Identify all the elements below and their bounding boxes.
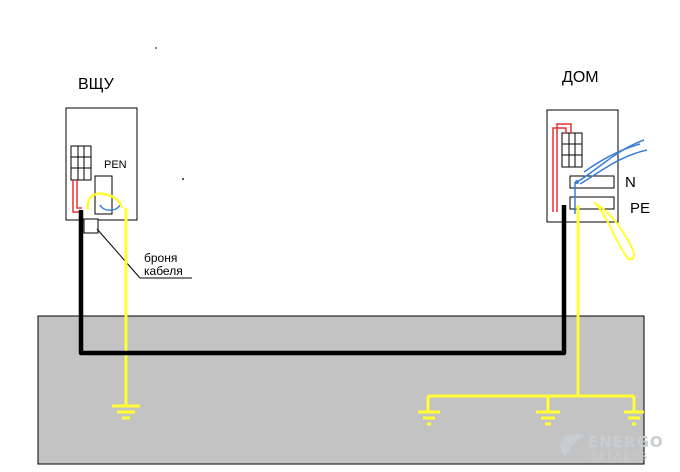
left-panel-title: ВЩУ [78,76,115,93]
underground-cable [78,205,567,356]
n-label: N [625,174,636,191]
left-phase-wires [72,180,82,213]
right-panel-title: ДОМ [562,69,599,86]
logo-leaf-icon [560,434,584,456]
pe-label: PE [630,200,650,217]
right-ground-symbol-2 [536,396,560,426]
left-breaker [70,145,92,181]
stray-dot [155,47,157,49]
left-ground-symbol [112,404,140,420]
pe-terminal [569,196,615,210]
armor-label-line2: кабеля [144,264,183,278]
right-neutral-wires [574,139,648,214]
right-ground-symbol-3 [624,396,644,426]
right-phase-wires [552,123,572,212]
logo-sub-text: BELARUS [590,452,648,463]
n-terminal-dot [575,180,579,184]
pen-label: PEN [104,159,127,171]
armor-pointer [96,228,141,279]
armor-clamp [83,218,99,234]
ground-block [37,315,645,465]
right-ground-symbol-1 [418,396,440,426]
energo-belarus-logo: ENERGO BELARUS [560,433,664,463]
right-pe-wires [593,201,635,261]
logo-main-text: ENERGO [588,433,664,451]
armor-label-line1: броня [144,251,177,265]
left-pe-loop [86,192,124,211]
stray-dot [182,178,184,180]
right-breaker [561,132,583,168]
left-neutral-wire [99,204,121,211]
